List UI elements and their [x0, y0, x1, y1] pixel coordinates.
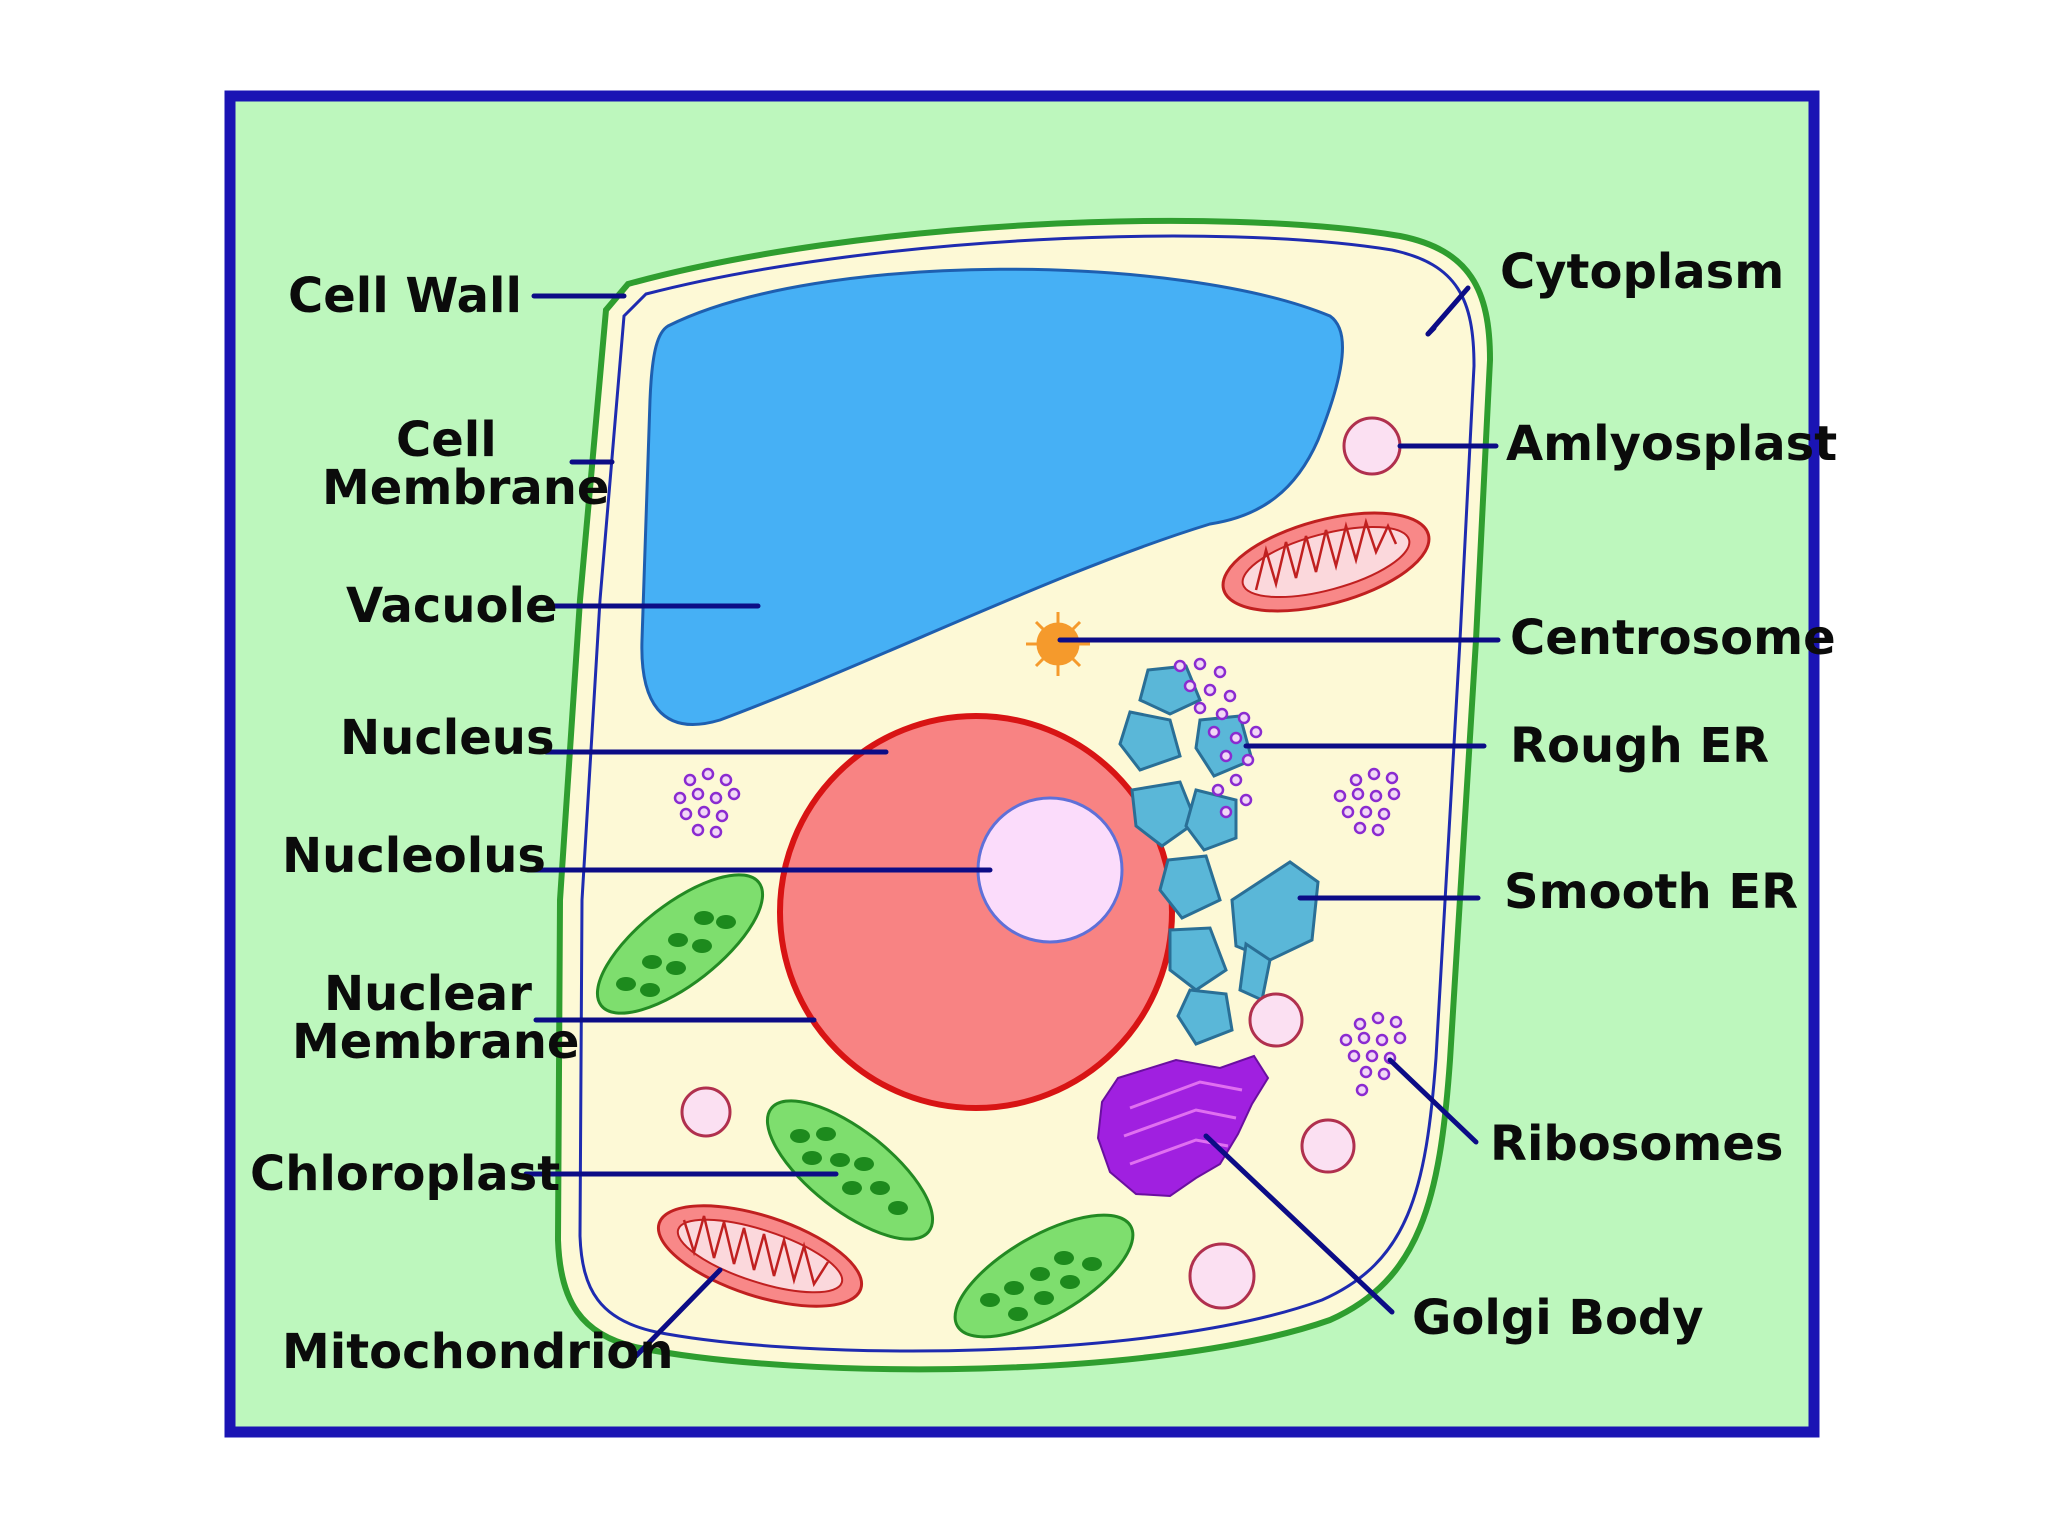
ribosomes: [673, 767, 1407, 1097]
label-cell-wall: Cell Wall: [288, 268, 522, 324]
centrosome: [1026, 612, 1090, 676]
label-nuclear-membrane-line2: Membrane: [292, 1014, 579, 1070]
label-cell-membrane-line2: Membrane: [322, 460, 609, 516]
label-nucleus: Nucleus: [340, 710, 555, 766]
label-chloroplast: Chloroplast: [250, 1146, 560, 1202]
endoplasmic-reticulum: [1118, 664, 1320, 1046]
leader-mitochondrion: [633, 1267, 723, 1359]
label-nucleolus: Nucleolus: [282, 828, 546, 884]
label-nuclear-membrane-line1: Nuclear: [324, 966, 532, 1022]
label-amyloplast: Amlyosplast: [1506, 416, 1837, 472]
vacuole: [640, 267, 1344, 726]
amyloplast: [680, 416, 1402, 1310]
label-rough-er: Rough ER: [1510, 718, 1769, 774]
label-centrosome: Centrosome: [1510, 610, 1836, 666]
chloroplast-grana: [616, 911, 1102, 1321]
leader-golgi-body: [1203, 1133, 1395, 1315]
label-cytoplasm: Cytoplasm: [1500, 244, 1784, 300]
nucleus: [777, 713, 1175, 1111]
nucleolus: [976, 796, 1124, 944]
rough-er-ribosome-dots: [1173, 657, 1263, 819]
label-cell-membrane-line1: Cell: [396, 412, 497, 468]
leader-lines: [523, 285, 1501, 1359]
label-vacuole: Vacuole: [346, 578, 558, 634]
golgi-body: [1096, 1054, 1270, 1198]
label-smooth-er: Smooth ER: [1504, 864, 1798, 920]
label-ribosomes: Ribosomes: [1490, 1116, 1783, 1172]
label-golgi-body: Golgi Body: [1412, 1290, 1704, 1346]
leader-cytoplasm-2: [1425, 325, 1437, 337]
label-mitochondrion: Mitochondrion: [282, 1324, 674, 1380]
leader-ribosomes: [1387, 1057, 1479, 1145]
mitochondrion: [656, 511, 1431, 1308]
